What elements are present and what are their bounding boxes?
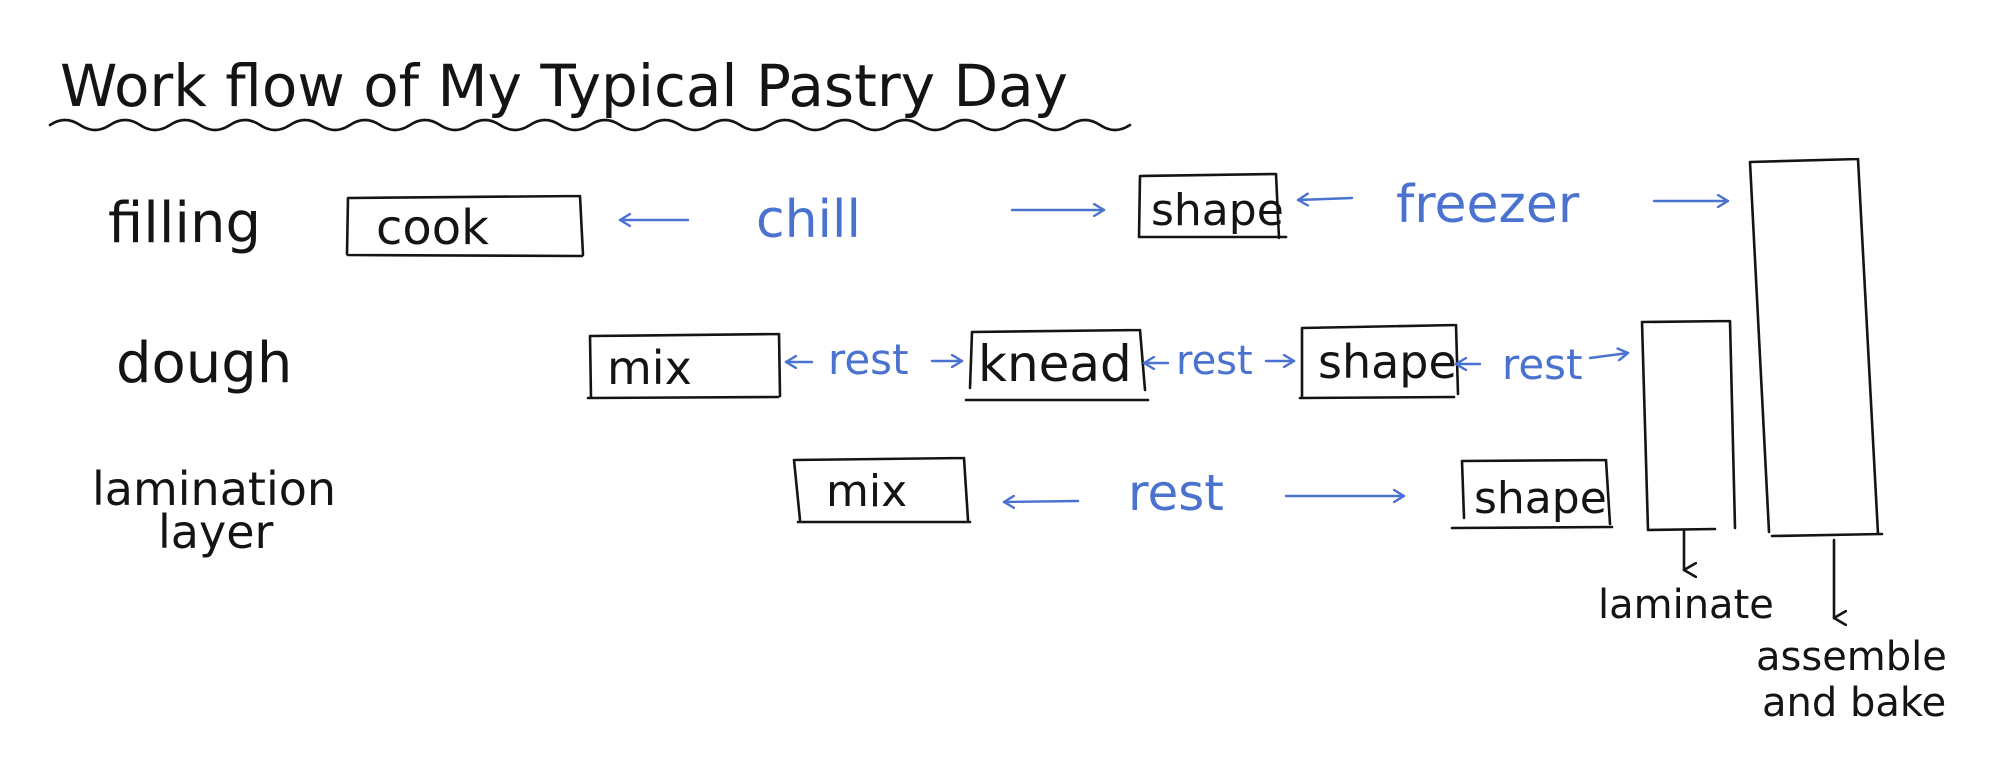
step-label-dough-mix: mix [607, 341, 692, 395]
stage-label-laminate: laminate [1598, 582, 1774, 628]
step-label-filling-cook: cook [376, 200, 489, 256]
stage-label-assemble: assemble [1756, 634, 1947, 680]
step-label-lamination-mix: mix [826, 466, 907, 517]
step-label-dough-knead: knead [978, 335, 1132, 393]
arrow-left-lamination-rest [1002, 501, 1080, 502]
gap-label-filling-chill: chill [756, 190, 861, 250]
gap-label-dough-rest-2: rest [1176, 338, 1253, 384]
row-label-lamination-layer: layer [158, 505, 273, 559]
step-box-dough-mix: mix [586, 332, 782, 400]
gap-label-lamination-rest: rest [1128, 464, 1224, 522]
step-box-filling-shape: shape [1137, 172, 1288, 240]
gap-label-dough-rest-1: rest [828, 335, 909, 384]
step-label-dough-shape: shape [1318, 335, 1457, 389]
gap-label-filling-freezer: freezer [1396, 175, 1580, 235]
row-label-filling: filling [108, 191, 261, 256]
step-label-lamination-shape: shape [1474, 473, 1607, 524]
step-label-filling-shape: shape [1151, 185, 1284, 236]
step-box-dough-shape: shape [1298, 323, 1460, 400]
title-wavy-underline [48, 118, 1132, 132]
step-box-filling-cook: cook [345, 194, 585, 258]
row-label-dough: dough [116, 331, 292, 396]
stage-box-laminate [1640, 319, 1737, 532]
arrow-right-dough-rest-3 [1588, 353, 1630, 358]
row-label-lamination: lamination [92, 462, 336, 516]
diagram-title: Work flow of My Typical Pastry Day [60, 52, 1068, 120]
step-box-lamination-mix: mix [792, 456, 972, 524]
step-box-lamination-shape: shape [1450, 458, 1614, 530]
arrow-left-freezer [1296, 198, 1354, 200]
stage-box-assemble-bake [1748, 157, 1884, 538]
step-box-dough-knead: knead [964, 328, 1150, 402]
gap-label-dough-rest-3: rest [1502, 340, 1583, 389]
stage-label-and-bake: and bake [1762, 680, 1946, 726]
